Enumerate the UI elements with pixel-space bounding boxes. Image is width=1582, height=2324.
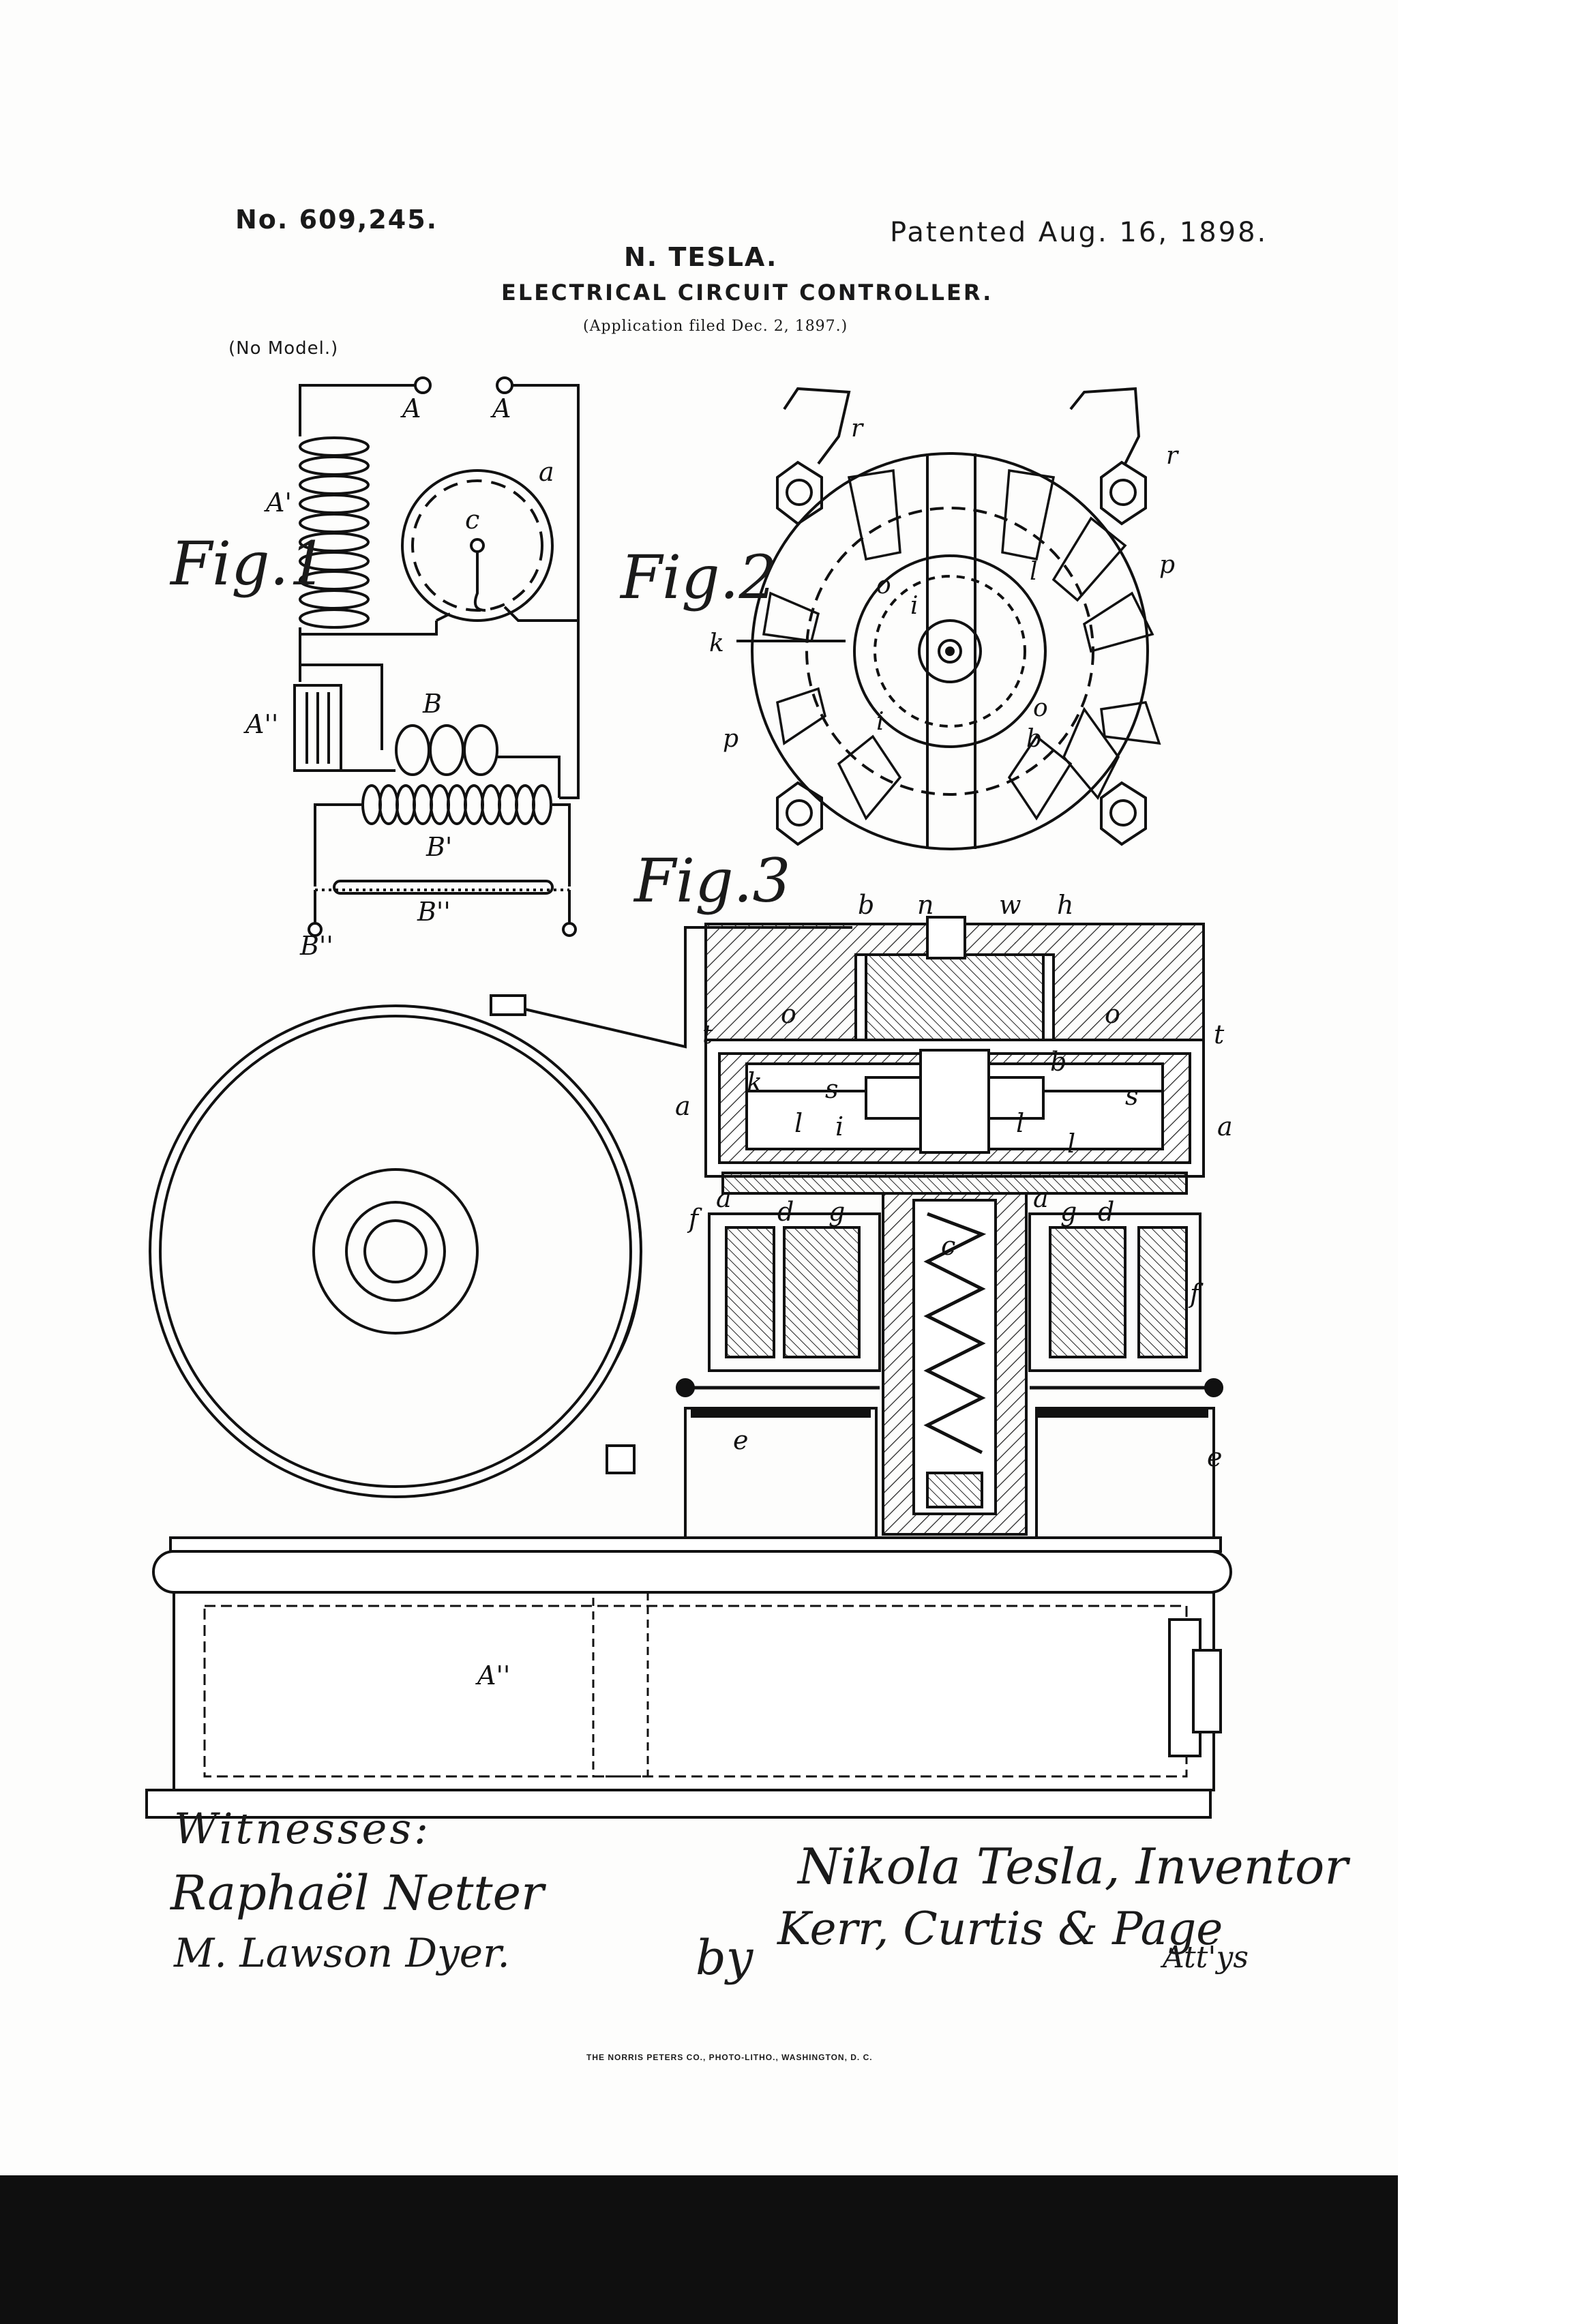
svg-text:k: k [709, 629, 724, 657]
svg-text:i: i [876, 708, 884, 736]
fig3-section-view [145, 916, 1232, 1819]
label-condenser: A'' [243, 709, 278, 739]
svg-text:l: l [794, 1108, 803, 1138]
application-date: (Application filed Dec. 2, 1897.) [583, 318, 848, 335]
svg-text:g: g [1060, 1197, 1077, 1227]
patent-number: No. 609,245. [235, 205, 438, 235]
svg-text:w: w [999, 890, 1021, 920]
printer-line: THE NORRIS PETERS CO., PHOTO-LITHO., WAS… [586, 2053, 873, 2062]
witness-1-signature: Raphaël Netter [170, 1865, 544, 1921]
svg-text:a: a [675, 1091, 691, 1121]
svg-text:s: s [825, 1074, 839, 1104]
fig1-circuit [293, 376, 580, 937]
label-a-left: A [400, 393, 421, 423]
svg-text:f: f [687, 1204, 702, 1234]
scan-edge-dark [0, 2175, 1398, 2324]
patented-date: Patented Aug. 16, 1898. [890, 217, 1268, 248]
svg-text:l: l [1030, 558, 1038, 586]
svg-text:l: l [1016, 1108, 1024, 1138]
svg-text:e: e [1207, 1442, 1223, 1472]
svg-text:k: k [747, 1067, 762, 1097]
terminal-a-left [414, 376, 432, 394]
label-a-right: A [490, 393, 511, 423]
svg-text:d: d [777, 1197, 794, 1227]
terminal-a-right [496, 376, 513, 394]
svg-text:e: e [733, 1425, 749, 1455]
attorneys-suffix: Att'ys [1163, 1940, 1249, 1975]
svg-text:b: b [858, 890, 874, 920]
svg-text:g: g [829, 1197, 845, 1227]
svg-text:a: a [1033, 1183, 1049, 1213]
label-c: c [465, 505, 479, 535]
svg-text:o: o [1105, 999, 1120, 1029]
svg-text:n: n [917, 890, 934, 920]
svg-text:b: b [1050, 1047, 1066, 1077]
svg-text:p: p [1159, 551, 1175, 579]
fig1-label: Fig.1 [170, 528, 327, 599]
fig2-labels: rr ko ii pp ob l [709, 415, 1179, 753]
attorneys-signature: Kerr, Curtis & Page [777, 1903, 1223, 1955]
coil-b-primary [395, 724, 498, 776]
model-note: (No Model.) [228, 338, 339, 359]
mounting-lugs [776, 460, 1147, 846]
coil-a-prime [299, 436, 370, 629]
svg-text:A'': A'' [475, 1660, 510, 1690]
witnesses-label: Witnesses: [174, 1804, 432, 1853]
svg-text:o: o [876, 571, 891, 599]
label-a-prime: A' [264, 488, 292, 518]
svg-text:i: i [835, 1112, 844, 1142]
svg-text:s: s [1125, 1081, 1139, 1111]
fig2-label: Fig.2 [621, 542, 777, 612]
by-label: by [696, 1930, 753, 1986]
inventor-name: N. TESLA. [624, 242, 778, 272]
svg-text:l: l [1067, 1129, 1075, 1159]
svg-text:c: c [941, 1231, 955, 1261]
svg-text:h: h [1057, 890, 1073, 920]
patent-title: ELECTRICAL CIRCUIT CONTROLLER. [501, 280, 994, 306]
witness-2-signature: M. Lawson Dyer. [174, 1930, 510, 1976]
condenser [293, 684, 342, 772]
fig1-labels: A A A' a c A'' B B' B'' B'' [243, 393, 554, 961]
svg-text:o: o [1033, 694, 1048, 722]
svg-text:i: i [910, 592, 919, 620]
flywheel [149, 994, 642, 1498]
scan-margin [1398, 0, 1582, 2324]
coil-b-secondary [361, 784, 552, 825]
label-b-prime: B' [426, 832, 452, 862]
svg-text:d: d [1098, 1197, 1114, 1227]
label-b-double: B'' [417, 897, 451, 927]
label-controller-a: a [539, 457, 554, 487]
svg-text:p: p [723, 725, 738, 753]
svg-text:t: t [1214, 1019, 1225, 1049]
controller-disc [401, 469, 554, 622]
label-b: B [422, 689, 442, 719]
svg-text:r: r [1166, 442, 1179, 470]
fig3-label: Fig.3 [634, 846, 791, 916]
fig2-plan-view [736, 387, 1161, 850]
svg-text:b: b [1026, 725, 1042, 753]
svg-text:o: o [781, 999, 796, 1029]
label-terminal-b-double: B'' [299, 931, 333, 961]
svg-text:t: t [702, 1019, 713, 1049]
inventor-signature: Nikola Tesla, Inventor [798, 1838, 1348, 1895]
svg-text:r: r [851, 415, 864, 443]
vacuum-tube [333, 880, 554, 895]
svg-text:a: a [1217, 1112, 1233, 1142]
svg-text:a: a [716, 1183, 732, 1213]
